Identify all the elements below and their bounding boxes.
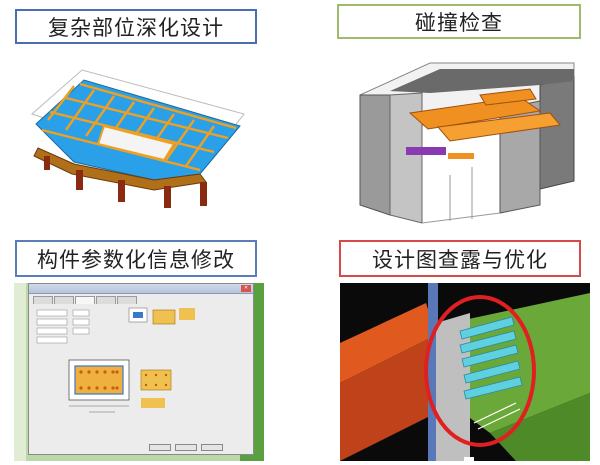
roof-model-image — [14, 52, 262, 224]
dialog-tabs — [33, 296, 137, 304]
panel-title-text: 碰撞检查 — [415, 10, 503, 35]
parameter-dialog: ✕ — [28, 283, 254, 455]
collision-check-image — [350, 55, 590, 225]
cancel-button[interactable] — [175, 444, 197, 451]
dialog-tab[interactable] — [117, 296, 137, 304]
steel-connection-image — [340, 283, 590, 461]
parameter-dialog-image: ✕ — [14, 283, 264, 461]
dialog-tab[interactable] — [96, 296, 116, 304]
panel-title-text: 复杂部位深化设计 — [48, 15, 224, 40]
dialog-tab[interactable] — [54, 296, 74, 304]
dialog-title-bar — [29, 284, 253, 294]
dialog-tab[interactable] — [33, 296, 53, 304]
panel-title-text: 设计图查露与优化 — [372, 247, 548, 272]
panel-title-bottom-left: 构件参数化信息修改 — [15, 240, 257, 277]
ok-button[interactable] — [149, 444, 171, 451]
panel-title-bottom-right: 设计图查露与优化 — [339, 240, 581, 277]
close-icon[interactable]: ✕ — [241, 285, 251, 292]
dialog-tab[interactable] — [75, 296, 95, 304]
panel-title-top-right: 碰撞检查 — [337, 4, 581, 39]
panel-title-top-left: 复杂部位深化设计 — [15, 9, 257, 44]
apply-button[interactable] — [201, 444, 223, 451]
panel-title-text: 构件参数化信息修改 — [37, 247, 235, 272]
